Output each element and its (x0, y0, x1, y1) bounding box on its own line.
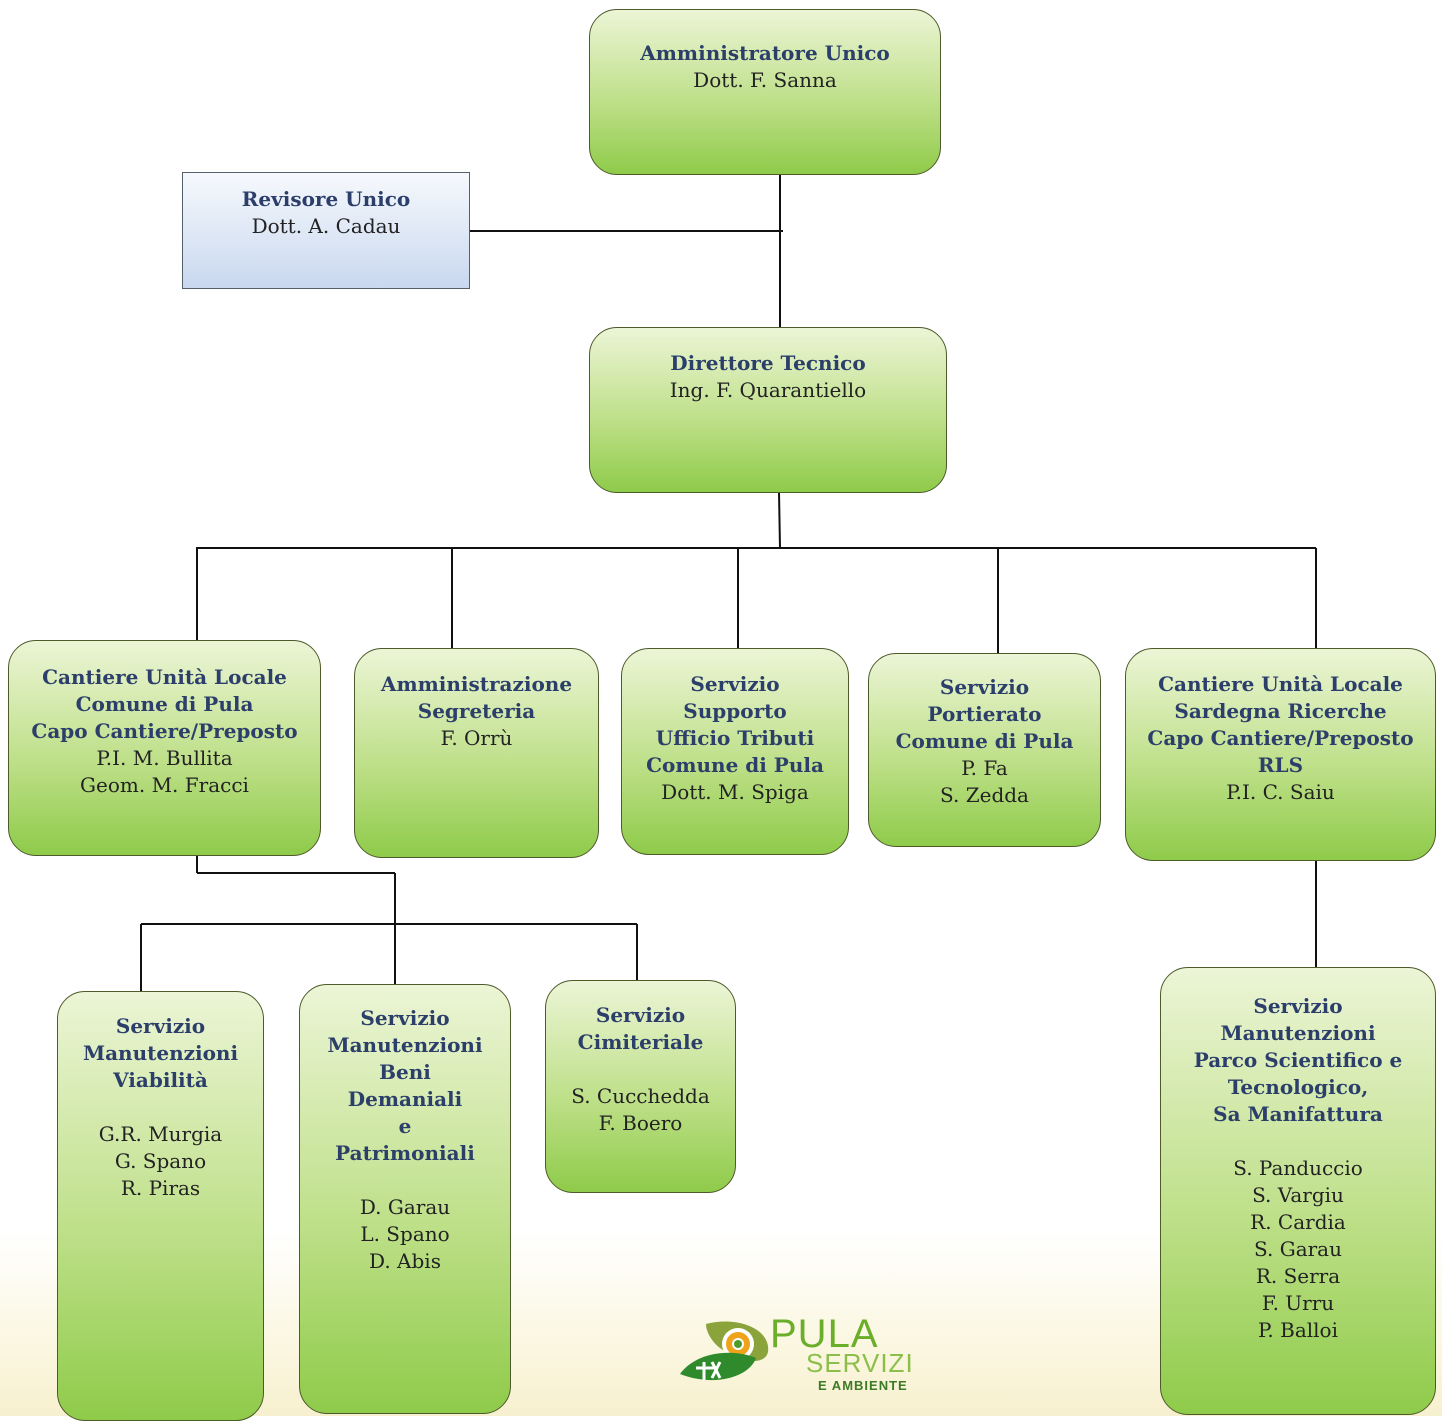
node-servizio-parco: Servizio Manutenzioni Parco Scientifico … (1160, 967, 1436, 1415)
node-person: S. Vargiu (1252, 1183, 1344, 1207)
node-cantiere-pula: Cantiere Unità Locale Comune di Pula Cap… (8, 640, 321, 856)
node-title: Manutenzioni (327, 1033, 483, 1057)
node-amministratore-unico: Amministratore Unico Dott. F. Sanna (589, 9, 941, 175)
node-title: Servizio (690, 672, 780, 696)
node-person: S. Zedda (940, 783, 1029, 807)
node-title: Capo Cantiere/Preposto (31, 719, 298, 743)
node-person: R. Serra (1255, 1264, 1341, 1288)
node-person: P. Balloi (1258, 1318, 1338, 1342)
node-amministrazione-segreteria: Amministrazione Segreteria F. Orrù (354, 648, 599, 858)
node-title: Cantiere Unità Locale (1158, 672, 1403, 696)
spacer (1161, 1128, 1435, 1155)
node-title: Amministratore Unico (640, 41, 890, 65)
node-title: Cimiteriale (577, 1030, 704, 1054)
node-direttore-tecnico: Direttore Tecnico Ing. F. Quarantiello (589, 327, 947, 493)
node-person: L. Spano (360, 1222, 450, 1246)
node-person: F. Orrù (440, 726, 513, 750)
node-title: Direttore Tecnico (670, 351, 866, 375)
node-person: S. Panduccio (1233, 1156, 1363, 1180)
node-title: RLS (1257, 753, 1304, 777)
node-person: S. Cucchedda (571, 1084, 710, 1108)
node-title: Patrimoniali (335, 1141, 475, 1165)
node-person: P.I. C. Saiu (1226, 780, 1335, 804)
node-title: Supporto (683, 699, 787, 723)
node-servizio-cimiteriale: Servizio Cimiteriale S. Cucchedda F. Boe… (545, 980, 736, 1193)
spacer (546, 1056, 735, 1083)
node-person: Ing. F. Quarantiello (669, 378, 867, 402)
node-title: Viabilità (113, 1068, 208, 1092)
node-title: Servizio (939, 675, 1030, 699)
node-person: S. Garau (1254, 1237, 1342, 1261)
node-person: Dott. F. Sanna (693, 68, 837, 92)
logo-word-servizi: SERVIZI (806, 1348, 914, 1378)
node-person: Dott. A. Cadau (251, 214, 401, 238)
node-person: G.R. Murgia (98, 1122, 223, 1146)
node-person: R. Piras (120, 1176, 201, 1200)
node-title: Portierato (927, 702, 1042, 726)
node-person: Geom. M. Fracci (80, 773, 249, 797)
node-title: Revisore Unico (241, 187, 411, 211)
node-cantiere-sardegna-ricerche: Cantiere Unità Locale Sardegna Ricerche … (1125, 648, 1436, 861)
node-title: Servizio (115, 1014, 206, 1038)
node-person: P.I. M. Bullita (96, 746, 233, 770)
node-person: D. Garau (359, 1195, 451, 1219)
spacer (300, 1167, 510, 1194)
node-title: Servizio (595, 1003, 686, 1027)
node-title: Servizio (360, 1006, 450, 1030)
node-title: Manutenzioni (1220, 1021, 1376, 1045)
node-person: Dott. M. Spiga (661, 780, 809, 804)
logo-word-ambiente: E AMBIENTE (818, 1378, 908, 1393)
node-servizio-viabilita: Servizio Manutenzioni Viabilità G.R. Mur… (57, 991, 264, 1421)
pula-servizi-logo-icon (680, 1321, 769, 1381)
node-title: Demaniali (347, 1087, 463, 1111)
node-title: Ufficio Tributi (655, 726, 815, 750)
node-servizio-beni: Servizio Manutenzioni Beni Demaniali e P… (299, 984, 511, 1414)
node-servizio-tributi: Servizio Supporto Ufficio Tributi Comune… (621, 648, 849, 855)
node-title: Comune di Pula (646, 753, 824, 777)
node-title: Manutenzioni (82, 1041, 239, 1065)
node-servizio-portierato: Servizio Portierato Comune di Pula P. Fa… (868, 653, 1101, 847)
node-title: Capo Cantiere/Preposto (1147, 726, 1414, 750)
node-revisore-unico: Revisore Unico Dott. A. Cadau (182, 172, 470, 289)
node-person: R. Cardia (1250, 1210, 1346, 1234)
node-title: Sardegna Ricerche (1174, 699, 1387, 723)
node-person: F. Urru (1261, 1291, 1335, 1315)
node-person: G. Spano (114, 1149, 207, 1173)
node-title: Comune di Pula (895, 729, 1074, 753)
node-title: Parco Scientifico e (1193, 1048, 1403, 1072)
node-title: Tecnologico, (1227, 1075, 1369, 1099)
node-title: Sa Manifattura (1213, 1102, 1383, 1126)
node-person: P. Fa (961, 756, 1008, 780)
logo-word-pula: PULA (770, 1312, 879, 1356)
node-title: Beni (379, 1060, 431, 1084)
node-title: Cantiere Unità Locale (42, 665, 287, 689)
node-person: F. Boero (598, 1111, 683, 1135)
node-title: Comune di Pula (75, 692, 254, 716)
node-person: D. Abis (369, 1249, 441, 1273)
node-title: Amministrazione (380, 672, 573, 696)
spacer (58, 1094, 263, 1121)
node-title: Segreteria (417, 699, 536, 723)
node-title: Servizio (1253, 994, 1343, 1018)
node-title: e (398, 1114, 412, 1138)
